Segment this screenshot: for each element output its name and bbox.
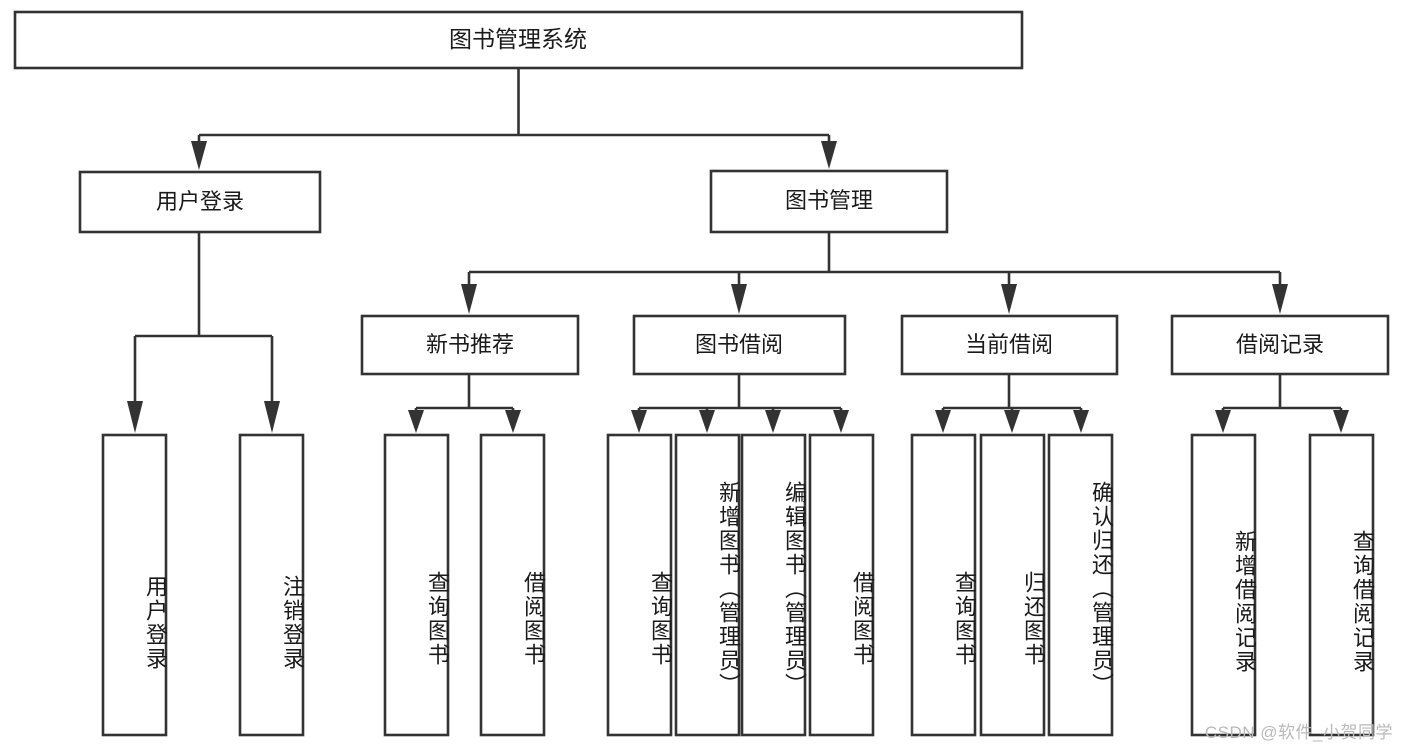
node-root-box[interactable] <box>13 10 1024 70</box>
node-leaf-add-record-box[interactable] <box>1190 433 1257 737</box>
arrow-to-leaf-borrow-book-new <box>505 410 521 433</box>
connector-group-new-book-recommend <box>408 374 521 433</box>
node-leaf-query-book-current-box[interactable] <box>910 433 977 737</box>
arrow-to-leaf-add-record <box>1215 410 1231 433</box>
csdn-watermark: CSDN @软件_小贺同学 <box>1204 723 1393 742</box>
connector-group-current-borrow <box>935 374 1089 433</box>
node-book-manage-label: 图书管理 <box>785 188 873 213</box>
node-user-login[interactable]: 用户登录 <box>78 170 322 234</box>
node-root-label: 图书管理系统 <box>449 26 587 52</box>
connector-group-borrow-record <box>1215 374 1349 433</box>
node-borrow-record-box[interactable] <box>1170 314 1390 376</box>
node-book-borrow[interactable]: 图书借阅 <box>632 314 847 376</box>
node-borrow-record[interactable]: 借阅记录 <box>1170 314 1390 376</box>
arrow-to-leaf-query-book-new <box>408 410 424 433</box>
node-book-manage-box[interactable] <box>709 169 949 234</box>
node-leaf-query-book-new-box[interactable] <box>383 433 450 737</box>
node-leaf-confirm-return-box[interactable] <box>1047 433 1114 737</box>
arrow-to-leaf-query-book-current <box>935 410 951 433</box>
node-root[interactable]: 图书管理系统 <box>13 10 1024 70</box>
connector-group-book-borrow <box>631 374 849 433</box>
arrow-to-leaf-confirm-return <box>1073 410 1089 433</box>
node-leaf-edit-book-box[interactable] <box>740 433 807 737</box>
node-new-book-recommend-box[interactable] <box>360 314 580 376</box>
node-current-borrow[interactable]: 当前借阅 <box>900 314 1119 376</box>
node-leaf-logout-box[interactable] <box>238 433 305 737</box>
arrow-to-borrow-record <box>1272 284 1288 314</box>
node-leaf-query-record-box[interactable] <box>1308 433 1375 737</box>
node-book-borrow-label: 图书借阅 <box>695 332 783 357</box>
node-leaf-return-book-box[interactable] <box>979 433 1046 737</box>
arrow-to-book-manage <box>821 141 837 169</box>
connector-group-book-manage <box>461 232 1288 314</box>
arrow-to-leaf-return-book <box>1004 410 1020 433</box>
arrow-to-user-login <box>191 141 207 170</box>
node-leaf-borrow-book-new-box[interactable] <box>479 433 546 737</box>
arrow-to-leaf-borrow-book <box>833 410 849 433</box>
arrow-to-leaf-query-book-borrow <box>631 410 647 433</box>
arrow-to-leaf-edit-book <box>765 410 781 433</box>
node-leaf-user-login-box[interactable] <box>101 433 168 737</box>
node-user-login-box[interactable] <box>78 170 322 234</box>
node-borrow-record-label: 借阅记录 <box>1236 332 1324 357</box>
arrow-to-leaf-add-book <box>699 410 715 433</box>
arrow-to-leaf-user-login <box>127 401 143 433</box>
arrow-to-leaf-logout <box>264 401 280 433</box>
arrow-to-new-book-recommend <box>461 284 477 314</box>
node-leaf-query-book-borrow-box[interactable] <box>606 433 673 737</box>
arrow-to-current-borrow <box>1001 284 1017 314</box>
arrow-to-book-borrow <box>731 284 747 314</box>
node-new-book-recommend[interactable]: 新书推荐 <box>360 314 580 376</box>
arrow-to-leaf-query-record <box>1333 410 1349 433</box>
node-current-borrow-label: 当前借阅 <box>965 332 1053 357</box>
leaf-boxes <box>101 433 1375 737</box>
node-new-book-recommend-label: 新书推荐 <box>426 332 514 357</box>
node-current-borrow-box[interactable] <box>900 314 1119 376</box>
node-leaf-borrow-book-box[interactable] <box>808 433 875 737</box>
node-leaf-add-book-box[interactable] <box>674 433 741 737</box>
node-user-login-label: 用户登录 <box>156 189 244 214</box>
node-book-borrow-box[interactable] <box>632 314 847 376</box>
connector-group-root <box>191 68 837 170</box>
connector-group-user-login <box>127 232 280 433</box>
node-book-manage[interactable]: 图书管理 <box>709 169 949 234</box>
